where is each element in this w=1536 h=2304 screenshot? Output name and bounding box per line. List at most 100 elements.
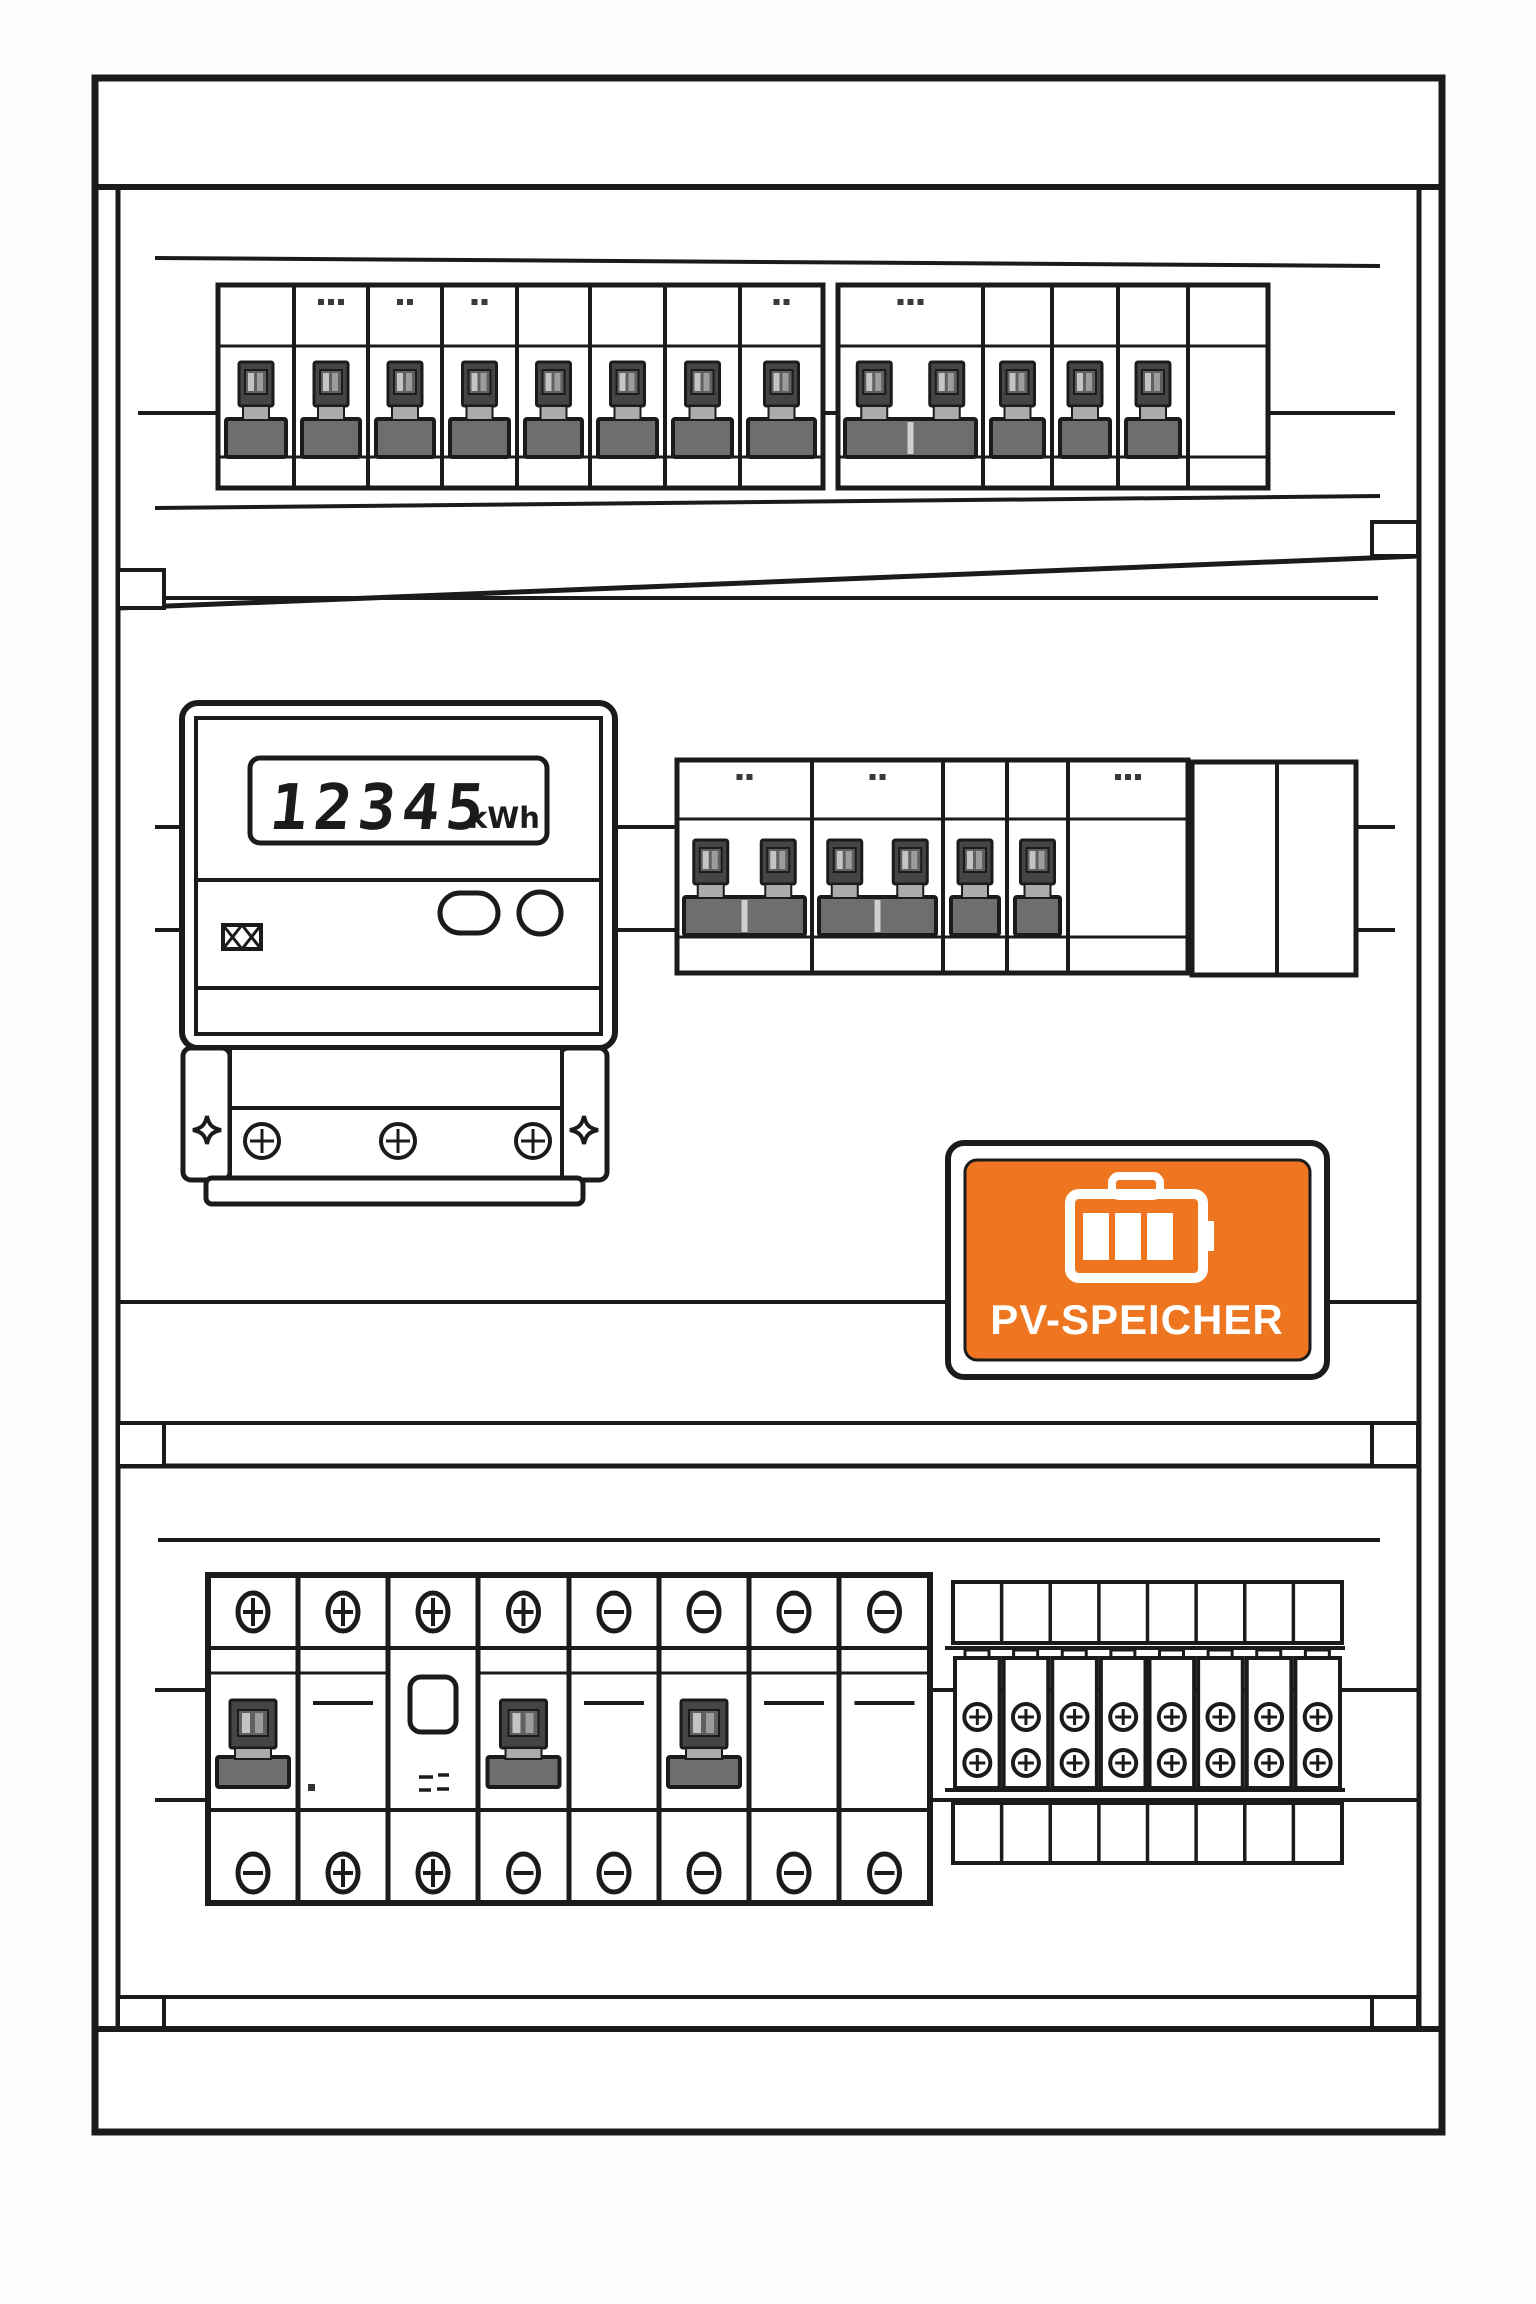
pv-speicher-badge: PV-SPEICHER: [945, 1140, 1330, 1380]
breaker-base: [374, 417, 436, 459]
breaker-base: [448, 417, 511, 459]
module-marking: [773, 299, 790, 305]
breaker-base: [671, 417, 734, 459]
breaker-base: [224, 417, 288, 459]
breaker-toggle: [692, 838, 730, 899]
cross-screw-icon: [962, 1702, 993, 1732]
breaker-group-top-right: [835, 282, 1271, 491]
module-marking: [869, 774, 886, 780]
breaker-toggle: [215, 1698, 291, 1789]
slot-screw-icon: [235, 1851, 271, 1895]
cross-screw-icon: [415, 1590, 451, 1634]
rcd-breaker-group: [205, 1572, 933, 1906]
sparkle-icon: [192, 1115, 222, 1145]
breaker-toggle: [759, 838, 797, 899]
blank-module-box: [1189, 759, 1359, 978]
breaker-base: [949, 895, 1001, 937]
terminal-module: [1147, 1648, 1197, 1790]
breaker-toggle: [826, 838, 864, 899]
breaker-group-top-left: [215, 282, 826, 491]
terminal-block: [945, 1580, 1345, 1865]
battery-icon: [1065, 1172, 1214, 1283]
cross-screw-icon: [1205, 1702, 1236, 1732]
terminal-module: [1244, 1648, 1294, 1790]
breaker-toggle: [237, 360, 275, 421]
cross-screw-icon: [1010, 1748, 1041, 1778]
round-button: [516, 889, 564, 937]
breaker-toggle: [763, 360, 800, 421]
terminal-module: [1001, 1648, 1051, 1790]
module-marking: [471, 299, 488, 305]
cross-screw-icon: [1302, 1702, 1333, 1732]
cross-screw-icon: [1302, 1748, 1333, 1778]
meter-unit: kWh: [468, 801, 540, 835]
cross-screw-icon: [962, 1748, 993, 1778]
cross-screw-icon: [1156, 1748, 1187, 1778]
breaker-toggle: [684, 360, 721, 421]
cross-screw-icon: [1254, 1702, 1285, 1732]
breaker-toggle: [855, 360, 893, 421]
terminal-module: [953, 1648, 1002, 1790]
breaker-base: [1058, 417, 1112, 459]
meter-reading: 12345: [266, 770, 493, 844]
breaker-toggle: [999, 360, 1036, 421]
slot-screw-icon: [506, 1851, 541, 1895]
cross-screw-icon: [1254, 1748, 1285, 1778]
breaker-toggle: [386, 360, 424, 421]
cross-screw-icon: [1010, 1702, 1041, 1732]
slot-screw-icon: [776, 1590, 812, 1634]
breaker-toggle: [461, 360, 498, 421]
breaker-toggle: [891, 838, 929, 899]
cross-screw-icon: [235, 1590, 271, 1634]
slot-screw-icon: [867, 1851, 902, 1895]
breaker-toggle: [485, 1698, 562, 1789]
cross-screw-icon: [1205, 1748, 1236, 1778]
breaker-base: [1013, 895, 1062, 937]
slot-screw-icon: [596, 1590, 632, 1634]
breaker-toggle: [666, 1698, 742, 1789]
terminal-module: [1196, 1648, 1245, 1790]
section-divider-band-2: [116, 1421, 1420, 1469]
slot-screw-icon: [776, 1851, 812, 1895]
cross-screw-icon: [1059, 1748, 1090, 1778]
energy-meter: 12345 kWh: [179, 700, 618, 1051]
breaker-toggle: [609, 360, 646, 421]
breaker-toggle: [1134, 360, 1172, 421]
terminal-module: [1098, 1648, 1148, 1790]
module-marking: [736, 774, 753, 780]
ir-port-icon: [221, 923, 263, 951]
section-divider-band-bottom: [95, 1995, 1442, 2032]
breaker-toggle: [956, 838, 994, 899]
meter-lcd: [247, 755, 550, 846]
module-marking: [1115, 774, 1141, 780]
breaker-toggle: [535, 360, 572, 421]
cross-screw-icon: [1059, 1702, 1090, 1732]
cross-screw-icon: [506, 1590, 541, 1634]
breaker-base: [746, 417, 817, 459]
breaker-base: [1124, 417, 1182, 459]
cross-screw-icon: [1108, 1702, 1139, 1732]
breaker-toggle: [928, 360, 966, 421]
cross-screw-icon: [325, 1851, 361, 1895]
module-marking: [318, 299, 344, 305]
cross-screw-icon: [1108, 1748, 1139, 1778]
breaker-group-middle: [674, 757, 1191, 976]
test-marking: [419, 1773, 449, 1792]
cross-screw-icon: [514, 1122, 552, 1160]
slot-screw-icon: [867, 1590, 902, 1634]
oval-button: [437, 890, 501, 936]
cross-screw-icon: [243, 1122, 281, 1160]
test-button: [407, 1674, 459, 1735]
cross-screw-icon: [1156, 1702, 1187, 1732]
pv-speicher-label: PV-SPEICHER: [990, 1296, 1283, 1343]
slot-screw-icon: [686, 1590, 722, 1634]
slot-screw-icon: [596, 1851, 632, 1895]
breaker-base: [989, 417, 1046, 459]
breaker-base: [596, 417, 659, 459]
breaker-base: [523, 417, 584, 459]
breaker-toggle: [1019, 838, 1056, 899]
module-marking: [897, 299, 924, 305]
module-marking: [397, 299, 413, 305]
